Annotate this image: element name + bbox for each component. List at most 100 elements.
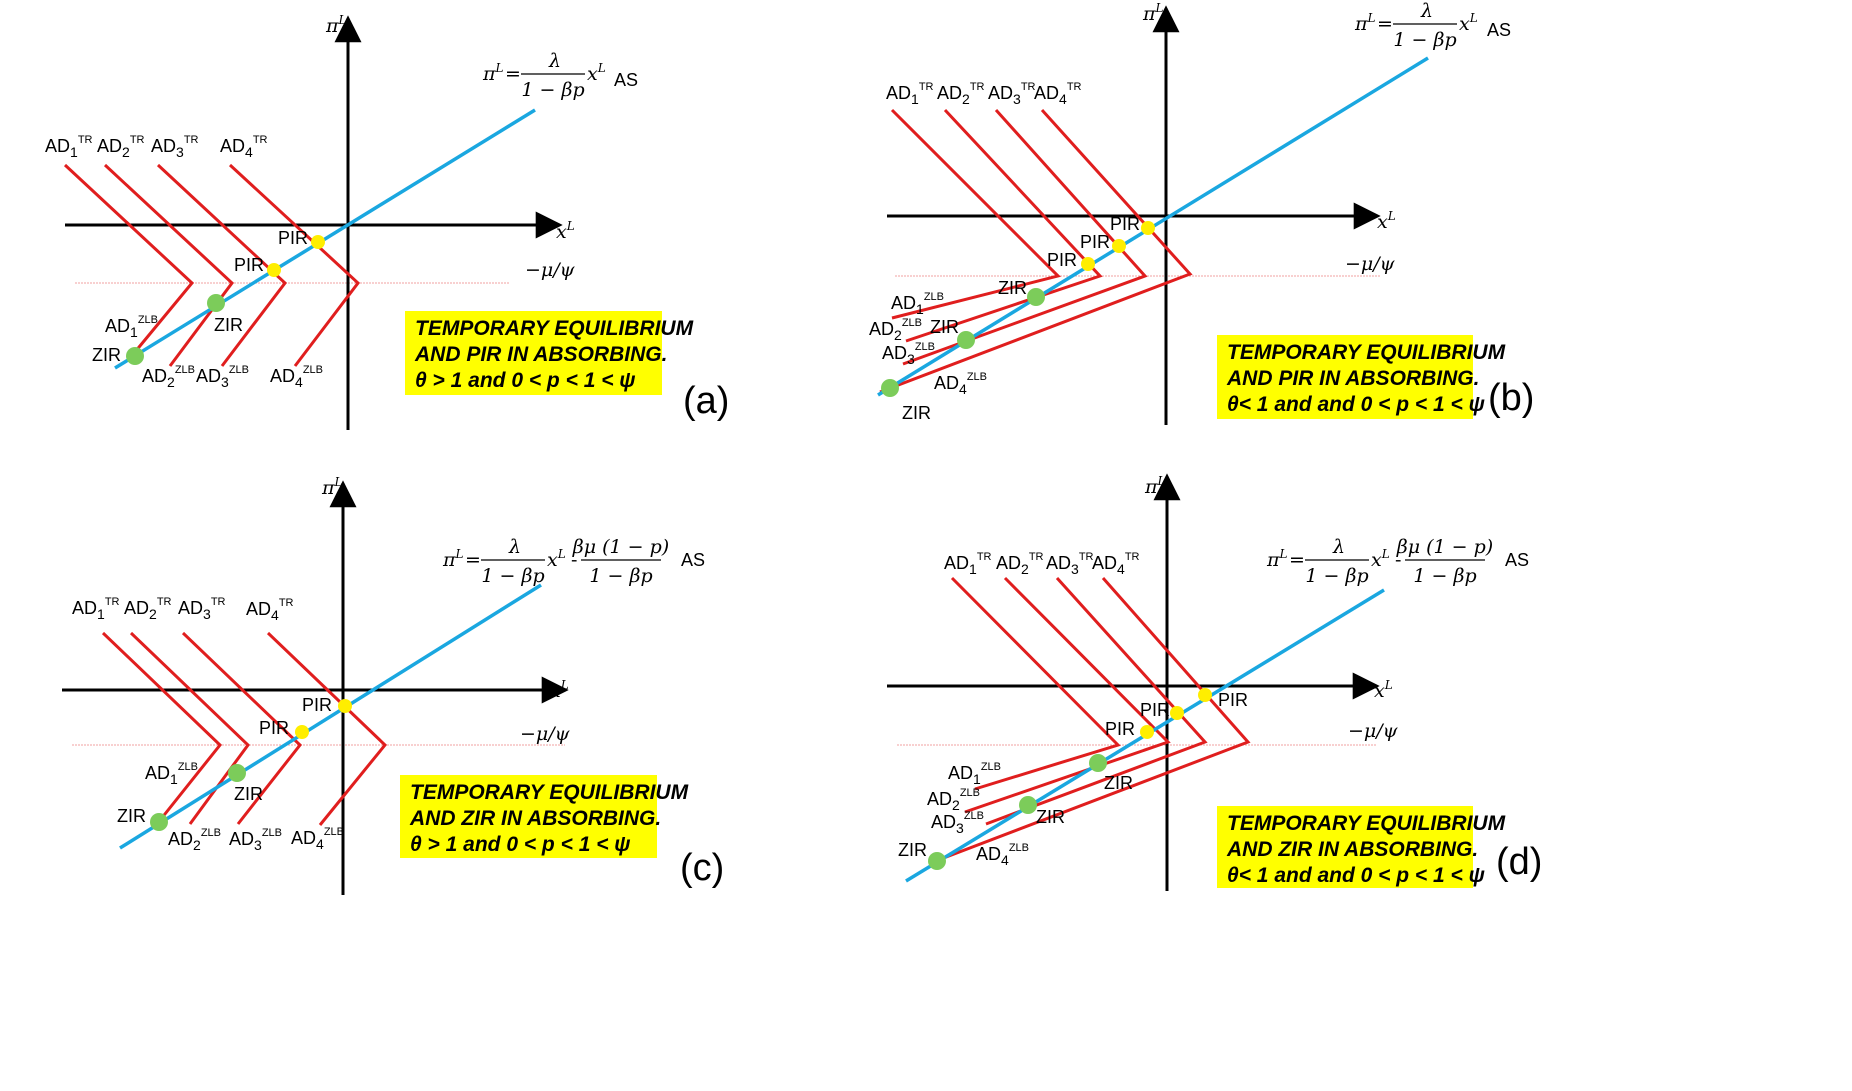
ad-index: 3 xyxy=(221,374,229,390)
threshold-label: −μ/ψ xyxy=(1348,720,1399,742)
ad-zlb-label-3-text: AD3ZLB xyxy=(229,827,282,853)
threshold-label: −μ/ψ xyxy=(1345,253,1396,275)
ad-zlb-label-1-text: AD1ZLB xyxy=(891,291,944,317)
pir-point-1 xyxy=(338,699,352,713)
x-axis-label-sup: L xyxy=(560,678,569,692)
ad-zlb-label-2: AD2ZLB xyxy=(168,827,221,853)
as-eq-x-base: x xyxy=(587,63,598,85)
ad-sup: ZLB xyxy=(967,371,987,383)
ad-index: 4 xyxy=(245,144,253,160)
ad-prefix: AD xyxy=(931,812,956,832)
ad-tr-label-4: AD4TR xyxy=(1034,81,1082,107)
y-axis-label-base: π xyxy=(1144,476,1158,498)
ad-index: 4 xyxy=(295,374,303,390)
ad-index: 3 xyxy=(176,144,184,160)
ad-sup: TR xyxy=(279,597,294,609)
ad-curve-2 xyxy=(964,576,1171,814)
note-box xyxy=(1217,806,1473,888)
ad-sup: TR xyxy=(130,134,145,146)
ad-sup: TR xyxy=(919,81,934,93)
ad-tr-label-4: AD4TR xyxy=(1092,551,1140,577)
y-axis-label-base: π xyxy=(325,15,339,37)
ad-prefix: AD xyxy=(1092,553,1117,573)
x-axis-label: xL xyxy=(550,678,569,702)
ad-curve-2 xyxy=(905,108,1103,343)
ad-zlb-label-4: AD4ZLB xyxy=(270,364,323,390)
note-line-2: AND ZIR IN ABSORBING. xyxy=(409,807,661,830)
as-eq-equals: = xyxy=(1289,549,1305,571)
ad-prefix: AD xyxy=(927,789,952,809)
ad-tr-label-3: AD3TR xyxy=(1046,551,1094,577)
ad-tr-label-1-text: AD1TR xyxy=(72,596,120,622)
note-line-2: AND PIR IN ABSORBING. xyxy=(414,343,667,366)
note-line-3: θ > 1 and 0 < p < 1 < ψ xyxy=(410,833,631,856)
ad-index: 1 xyxy=(170,771,178,787)
pir-label-1: PIR xyxy=(1110,214,1140,234)
threshold-label: −μ/ψ xyxy=(525,259,576,281)
ad-curve-2 xyxy=(103,163,235,367)
ad-tr-label-2-text: AD2TR xyxy=(97,134,145,160)
ad-index: 2 xyxy=(193,837,201,853)
as-eq-x-sup: L xyxy=(1469,11,1478,25)
note-line-1: TEMPORARY EQUILIBRIUM xyxy=(1227,341,1506,364)
note-line-2: AND PIR IN ABSORBING. xyxy=(1226,367,1479,390)
as-eq-denominator-2: 1 − βp xyxy=(589,565,652,587)
ad-prefix: AD xyxy=(976,844,1001,864)
note-box xyxy=(400,775,657,858)
ad-prefix: AD xyxy=(869,319,894,339)
ad-zlb-label-3: AD3ZLB xyxy=(196,364,249,390)
as-eq-x-base: x xyxy=(547,549,558,571)
ad-zlb-label-4-text: AD4ZLB xyxy=(291,826,344,852)
pir-point-2 xyxy=(267,263,281,277)
ad-zlb-label-2: AD2ZLB xyxy=(142,364,195,390)
y-axis-label: πL xyxy=(325,13,347,37)
ad-prefix: AD xyxy=(229,829,254,849)
ad-tr-label-3: AD3TR xyxy=(178,596,226,622)
as-label: AS xyxy=(614,70,638,90)
ad-zlb-label-1: AD1ZLB xyxy=(145,761,198,787)
pir-label-1: PIR xyxy=(1218,690,1248,710)
ad-prefix: AD xyxy=(178,598,203,618)
pir-label-2: PIR xyxy=(259,718,289,738)
ad-tr-label-4-text: AD4TR xyxy=(1092,551,1140,577)
ad-tr-label-4-text: AD4TR xyxy=(246,597,294,623)
ad-sup: ZLB xyxy=(960,787,980,799)
as-eq-pi-base: π xyxy=(442,549,456,571)
ad-zlb-label-2-text: AD2ZLB xyxy=(168,827,221,853)
ad-sup: TR xyxy=(184,134,199,146)
ad-tr-label-3: AD3TR xyxy=(988,81,1036,107)
ad-tr-label-2-text: AD2TR xyxy=(937,81,985,107)
x-axis-label-base: x xyxy=(1374,680,1385,702)
y-axis-label-base: π xyxy=(321,477,335,499)
ad-sup: ZLB xyxy=(981,761,1001,773)
ad-index: 3 xyxy=(1013,91,1021,107)
as-eq-x-base: x xyxy=(1371,549,1382,571)
ad-tr-label-2: AD2TR xyxy=(937,81,985,107)
ad-curve-4 xyxy=(266,631,388,826)
as-eq-pi-sup: L xyxy=(1367,11,1376,25)
as-eq-x: xL xyxy=(587,61,606,85)
x-axis-label-sup: L xyxy=(1384,678,1393,692)
note-line-3: θ > 1 and 0 < p < 1 < ψ xyxy=(415,369,636,392)
y-axis-label-sup: L xyxy=(338,13,347,27)
as-eq-denominator: 1 − βp xyxy=(521,79,584,101)
ad-prefix: AD xyxy=(1046,553,1071,573)
ad-prefix: AD xyxy=(151,136,176,156)
pir-point-3 xyxy=(1140,725,1154,739)
as-eq-minus: - xyxy=(571,549,577,571)
as-eq-denominator: 1 − βp xyxy=(1393,29,1456,51)
as-eq-numerator-2: βμ (1 − p) xyxy=(1396,536,1493,558)
zir-point-1 xyxy=(1089,754,1107,772)
ad-tr-label-4: AD4TR xyxy=(246,597,294,623)
ad-zlb-label-3: AD3ZLB xyxy=(931,810,984,836)
pir-point-2 xyxy=(1170,706,1184,720)
ad-zlb-label-3: AD3ZLB xyxy=(229,827,282,853)
pir-label-2: PIR xyxy=(234,255,264,275)
ad-curve-1 xyxy=(101,631,223,825)
ad-prefix: AD xyxy=(72,598,97,618)
as-eq-x-base: x xyxy=(1459,13,1470,35)
ad-prefix: AD xyxy=(886,83,911,103)
ad-index: 1 xyxy=(969,561,977,577)
